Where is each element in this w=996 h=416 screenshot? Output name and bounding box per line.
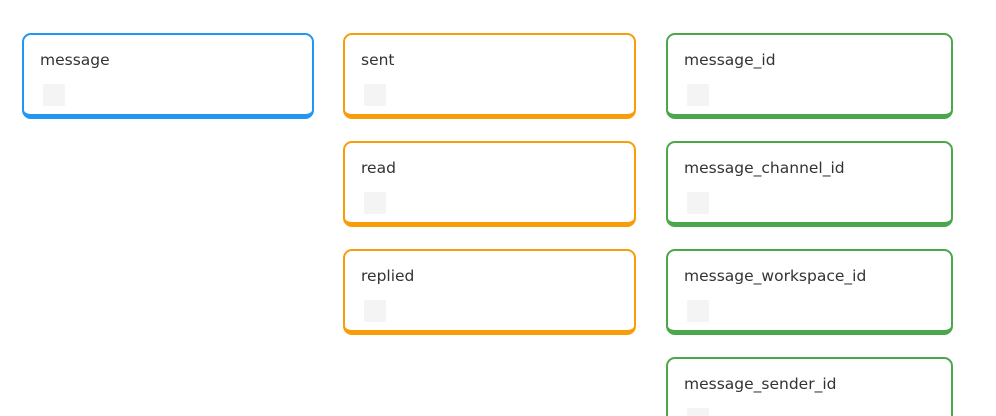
middle-column: sent read replied [343, 0, 636, 416]
placeholder-swatch-icon [687, 84, 709, 106]
leaf-column: message_id message_channel_id message_wo… [666, 0, 953, 416]
card-message[interactable]: message [22, 33, 314, 119]
card-label: replied [361, 267, 415, 285]
card-read[interactable]: read [343, 141, 636, 227]
root-column: message [22, 0, 314, 416]
card-label: message_id [684, 51, 776, 69]
card-label: sent [361, 51, 395, 69]
placeholder-swatch-icon [364, 84, 386, 106]
card-message-workspace-id[interactable]: message_workspace_id [666, 249, 953, 335]
card-label: message_channel_id [684, 159, 845, 177]
card-replied[interactable]: replied [343, 249, 636, 335]
card-message-id[interactable]: message_id [666, 33, 953, 119]
placeholder-swatch-icon [687, 300, 709, 322]
card-message-sender-id[interactable]: message_sender_id [666, 357, 953, 416]
card-label: message_workspace_id [684, 267, 867, 285]
placeholder-swatch-icon [364, 300, 386, 322]
card-sent[interactable]: sent [343, 33, 636, 119]
placeholder-swatch-icon [43, 84, 65, 106]
card-label: message_sender_id [684, 375, 837, 393]
card-label: message [40, 51, 110, 69]
placeholder-swatch-icon [687, 192, 709, 214]
placeholder-swatch-icon [364, 192, 386, 214]
placeholder-swatch-icon [687, 408, 709, 416]
card-message-channel-id[interactable]: message_channel_id [666, 141, 953, 227]
card-label: read [361, 159, 396, 177]
